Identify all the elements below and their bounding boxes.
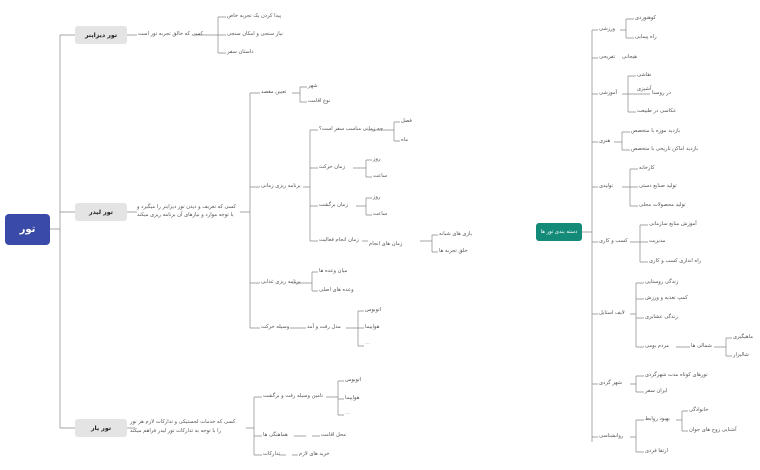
cat-edu-village: در روستا <box>652 90 671 96</box>
leader-more: ... <box>365 340 370 346</box>
cat-prod-local: تولید محصولات محلی <box>639 202 686 208</box>
leader-night-games: بازی های شبانه <box>439 231 472 237</box>
cat-life-rural: زندگی روستایی <box>645 279 679 285</box>
leader-bus: اتوبوس <box>365 307 382 313</box>
cat-art: هنری <box>599 138 611 144</box>
node-tour-leader[interactable]: تور لیدر <box>75 203 127 221</box>
leader-city: شهر <box>308 83 318 89</box>
yar-more: ... <box>345 410 350 416</box>
cat-sport-hiking: راه پیمایی <box>635 34 657 40</box>
yar-description-1: کسی که خدمات لجستیکی و تدارکات لازم هر ت… <box>130 419 236 425</box>
cat-city-tour: شهر گردی <box>599 380 622 386</box>
leader-activity-time: زمان انجام فعالیت <box>319 237 359 243</box>
cat-city-short: تورهای کوتاه مدت شهرگردی <box>645 372 708 378</box>
cat-life-fishing: ماهیگیری <box>733 334 754 340</box>
node-tour-yar[interactable]: تور یار <box>75 419 127 437</box>
leader-departure-time: زمان حرکت <box>319 164 345 170</box>
yar-coordination: هماهنگی ها <box>263 432 288 438</box>
leader-meal-planning: برنامه ریزی غذایی <box>261 279 301 285</box>
designer-item-3: داستان سفر <box>227 49 254 55</box>
cat-lifestyle: لایف استایل <box>599 310 625 316</box>
cat-edu-cooking: آشپزی <box>637 86 652 92</box>
cat-prod-handicraft: تولید صنایع دستی <box>639 183 677 189</box>
cat-production: تولیدی <box>599 183 614 189</box>
yar-bus: اتوبوس <box>345 377 362 383</box>
leader-season: فصل <box>401 118 412 124</box>
cat-city-iran: ایران سفر <box>645 388 668 394</box>
designer-item-2: نیاز سنجی و امکان سنجی <box>227 31 283 37</box>
cat-psy-personal: ارتقا فردی <box>645 448 668 454</box>
node-tour-designer[interactable]: تور دیزاینر <box>75 26 127 44</box>
leader-description-2: با توجه موارد و نیازهای آن برنامه ریزی م… <box>137 212 234 218</box>
cat-edu-painting: نقاشی <box>637 72 652 78</box>
leader-snacks: میان وعده ها <box>319 268 348 274</box>
leader-when-to-travel: چه زمانی مناسب سفر است؟ <box>319 126 384 132</box>
yar-logistics: تدارکات <box>263 451 281 457</box>
node-tour-categories[interactable]: دسته بندی تور ها <box>536 223 582 241</box>
leader-departure-hour: ساعت <box>373 173 388 179</box>
leader-create-experiences: خلق تجربه ها <box>439 248 468 254</box>
cat-psy-couples: آشنایی زوج های جوان <box>689 427 737 433</box>
cat-life-camp: کمپ تغذیه و ورزش <box>645 295 688 301</box>
cat-educational: آموزشی <box>599 90 618 96</box>
designer-description: کسی که خالق تجربه تور است <box>138 31 204 37</box>
leader-return-hour: ساعت <box>373 211 388 217</box>
cat-life-nomadic: زندگی عشایری <box>645 314 678 320</box>
cat-exciting: هیجانی <box>622 54 637 60</box>
leader-accommodation-type: نوع اقامت <box>308 98 331 104</box>
leader-plane: هواپیما <box>365 324 380 330</box>
cat-art-museum: بازدید موزه با متخصص <box>631 128 681 134</box>
yar-transport-provision: تامین وسیله رفت و برگشت <box>263 393 323 399</box>
leader-description-1: کسی که تعریف و دیدن تور دیزاینر را میگیر… <box>137 204 236 210</box>
cat-psy-family: خانوادگی <box>689 407 709 413</box>
cat-business: کسب و کاری <box>599 238 628 244</box>
leader-vehicle: وسیله حرکت <box>261 324 290 330</box>
cat-fun: تفریحی <box>599 54 616 60</box>
leader-commute-mode: مدل رفت و آمد <box>307 324 341 330</box>
cat-sport-mountaineering: کوهنوردی <box>635 15 657 21</box>
cat-sport: ورزشی <box>599 26 616 32</box>
leader-activity-schedule: زمان های انجام <box>369 241 403 247</box>
cat-life-paddy: شالیزار <box>733 352 749 358</box>
leader-time-planning: برنامه ریزی زمانی <box>261 183 301 189</box>
yar-description-2: را با توجه به تدارکات تور لیدر فراهم میک… <box>130 428 222 434</box>
cat-biz-org-resources: آموزش منابع سازمانی <box>649 221 697 227</box>
leader-main-meals: وعده های اصلی <box>319 287 354 293</box>
cat-biz-startup: راه اندازی کسب و کاری <box>649 258 702 264</box>
leader-return-time: زمان برگشت <box>319 202 348 208</box>
cat-art-historic: بازدید اماکن تاریخی با متخصص <box>631 146 699 152</box>
designer-item-1: پیدا کردن یک تجربه خاص <box>227 13 282 19</box>
cat-life-northerners: شمالی ها <box>691 343 712 349</box>
cat-life-locals: مردم بومی <box>645 343 670 349</box>
root-node-tour[interactable]: تور <box>5 214 50 245</box>
leader-destination: تعیین مقصد <box>261 89 287 95</box>
cat-psychology: روانشناسی <box>599 433 624 439</box>
leader-month: ماه <box>401 137 409 143</box>
leader-return-day: روز <box>373 194 381 200</box>
yar-accommodation: محل اقامت <box>321 432 347 438</box>
cat-prod-factory: کارخانه <box>639 165 655 171</box>
yar-purchases: خرید های لازم <box>299 451 330 457</box>
yar-plane: هواپیما <box>345 395 360 401</box>
cat-biz-management: مدیریت <box>649 238 666 244</box>
leader-departure-day: روز <box>373 156 381 162</box>
cat-psy-relations: بهبود روابط <box>645 416 670 422</box>
cat-edu-photography: عکاسی در طبیعت <box>637 108 677 114</box>
